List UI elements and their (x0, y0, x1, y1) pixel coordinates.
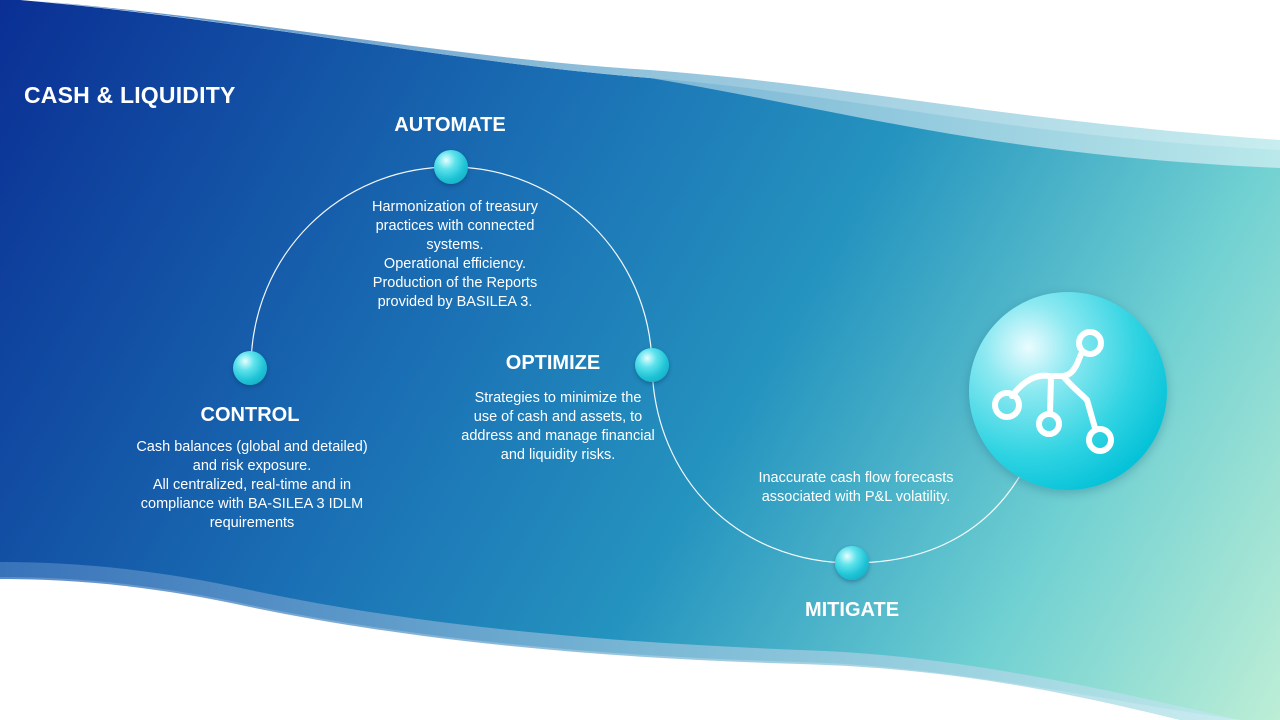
page-title: CASH & LIQUIDITY (24, 82, 236, 108)
optimize-description: Strategies to minimize the use of cash a… (461, 390, 655, 463)
wave-bottom-band (0, 562, 1240, 720)
network-branch-icon (992, 329, 1114, 454)
control-node (233, 351, 267, 385)
optimize-node (635, 348, 669, 382)
wave-top-band (25, 0, 1280, 168)
badge-circle (969, 292, 1167, 490)
mitigate-description: Inaccurate cash flow forecasts associate… (758, 470, 954, 505)
mitigate-title: MITIGATE (804, 599, 900, 621)
control-title: CONTROL (200, 404, 300, 426)
optimize-title: OPTIMIZE (505, 352, 601, 374)
automate-description: Harmonization of treasury practices with… (371, 199, 538, 310)
control-description: Cash balances (global and detailed) and … (136, 439, 368, 531)
automate-title: AUTOMATE (394, 114, 506, 136)
cycle-line (250, 166, 1022, 564)
automate-node (434, 150, 468, 184)
mitigate-node (835, 546, 869, 580)
